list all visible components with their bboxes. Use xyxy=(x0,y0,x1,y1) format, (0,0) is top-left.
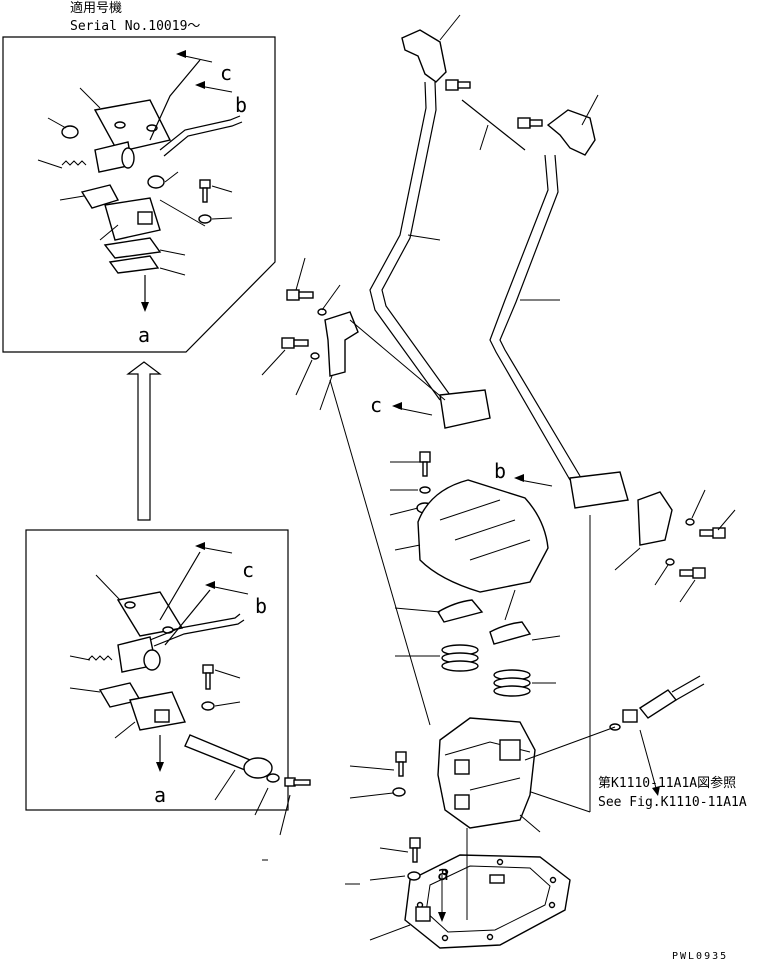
upper-callout-a: a xyxy=(138,323,150,347)
left-control-lever xyxy=(369,14,491,429)
lower-callout-c: c xyxy=(242,558,254,582)
upper-callout-b: b xyxy=(235,93,247,117)
right-lever-mount xyxy=(524,489,736,813)
lower-callout-a: a xyxy=(154,783,166,807)
lower-inset-lever-assembly xyxy=(69,542,311,836)
mounting-base-plate xyxy=(262,828,571,949)
reference-figure-en: See Fig.K1110-11A1A xyxy=(598,795,747,810)
right-control-lever xyxy=(489,94,629,509)
lever-link-bracket xyxy=(445,79,543,151)
inset-box-upper xyxy=(2,36,276,353)
reference-figure-jp: 第K1110-11A1A図参照 xyxy=(598,775,736,791)
upper-callout-c: c xyxy=(220,61,232,85)
serial-number-label: Serial No.10019～ xyxy=(70,19,200,34)
main-callout-b: b xyxy=(494,459,506,483)
main-callout-c: c xyxy=(370,393,382,417)
upper-inset-lever-assembly xyxy=(37,50,243,312)
applicable-serial-label: 適用号機 xyxy=(70,0,122,16)
inset-box-lower xyxy=(25,529,289,811)
inset-transition-arrow xyxy=(126,361,162,521)
lower-callout-b: b xyxy=(255,594,267,618)
main-callout-a: a xyxy=(437,861,449,885)
ppc-valve xyxy=(349,675,705,833)
lever-boot-cover xyxy=(389,451,561,697)
drawing-code: PWL0935 xyxy=(672,951,728,962)
left-lever-mount xyxy=(261,257,446,726)
